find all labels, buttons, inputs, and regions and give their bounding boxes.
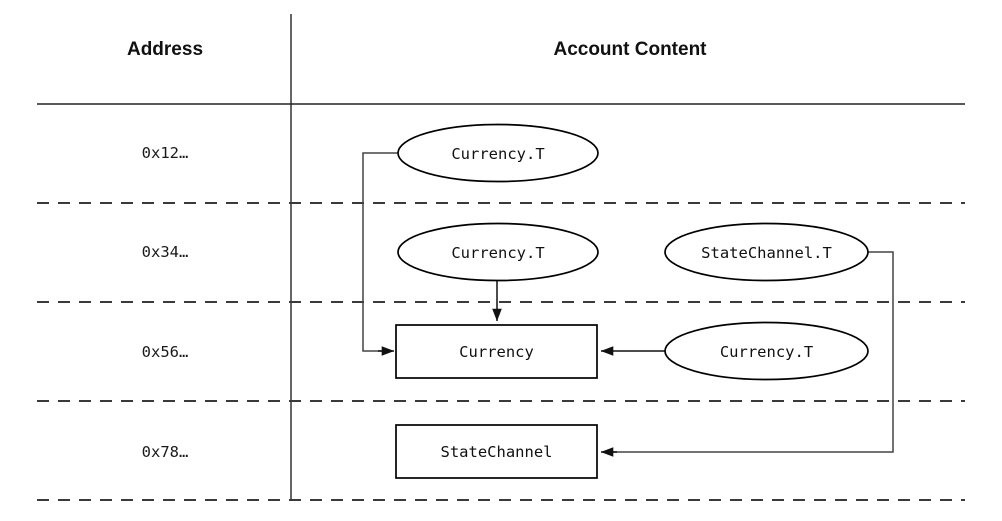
address-label-row-4: 0x78… [142, 443, 189, 461]
node-box-currency-row3[interactable]: Currency [395, 324, 598, 379]
ellipse-shape [664, 222, 869, 282]
box-shape [395, 324, 598, 379]
column-header-account-content: Account Content [553, 39, 707, 60]
node-label: StateChannel [441, 443, 553, 461]
node-label: Currency.T [451, 145, 544, 163]
address-label-row-2: 0x34… [142, 243, 189, 261]
ellipse-shape [664, 321, 869, 381]
node-label: Currency [459, 343, 534, 361]
node-ellipse-currency-t-row1[interactable]: Currency.T [397, 123, 599, 183]
column-header-address: Address [127, 39, 203, 60]
address-label-row-3: 0x56… [142, 343, 189, 361]
node-label: Currency.T [451, 244, 544, 262]
node-ellipse-statechannel-t-row2[interactable]: StateChannel.T [664, 222, 869, 282]
node-label: Currency.T [720, 343, 813, 361]
connector-statechannelt-to-statechannel-box [605, 251, 894, 453]
node-box-statechannel-row4[interactable]: StateChannel [395, 424, 598, 479]
address-label-row-1: 0x12… [142, 144, 189, 162]
box-shape [395, 424, 598, 479]
ellipse-shape [397, 123, 599, 183]
node-label: StateChannel.T [701, 244, 832, 262]
node-ellipse-currency-t-row2[interactable]: Currency.T [397, 222, 599, 282]
connector-row1-currencyt-to-currency-box [362, 152, 398, 352]
node-ellipse-currency-t-row3[interactable]: Currency.T [664, 321, 869, 381]
ellipse-shape [397, 222, 599, 282]
